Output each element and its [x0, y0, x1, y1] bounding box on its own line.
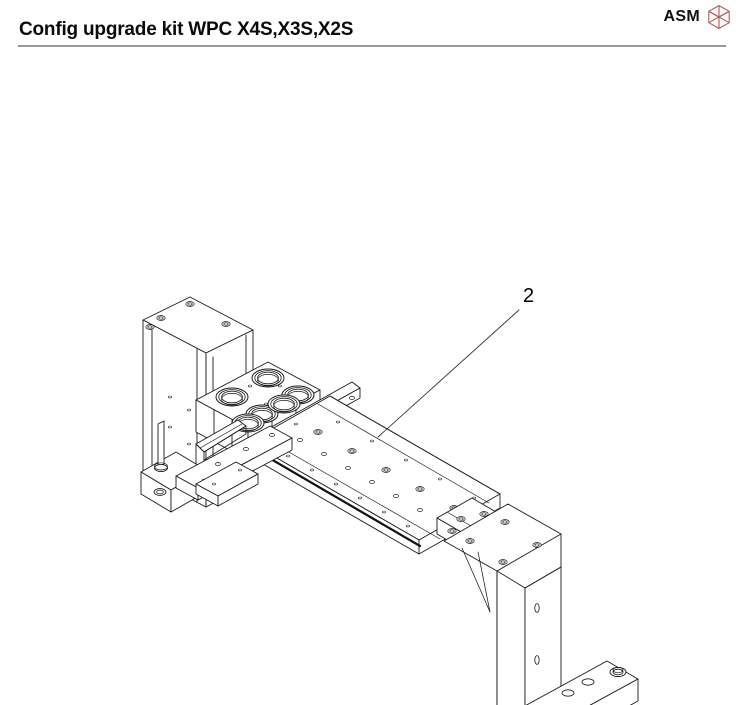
asm-hexagon-logo-icon [706, 4, 732, 30]
page-header: Config upgrade kit WPC X4S,X3S,X2S ASM [0, 0, 744, 52]
callout-leader-line [377, 309, 520, 438]
callout-label-2: 2 [523, 285, 535, 307]
left-foot-base [140, 420, 293, 513]
vertical-support-leg [443, 503, 562, 705]
brand-name-label: ASM [663, 8, 700, 25]
perforated-conveyor-rail [248, 395, 501, 555]
technical-drawing [0, 52, 744, 705]
brand-logo: ASM [664, 4, 732, 30]
header-divider [18, 45, 726, 47]
page-title: Config upgrade kit WPC X4S,X3S,X2S [19, 19, 354, 40]
base-foot-beam [525, 660, 639, 705]
